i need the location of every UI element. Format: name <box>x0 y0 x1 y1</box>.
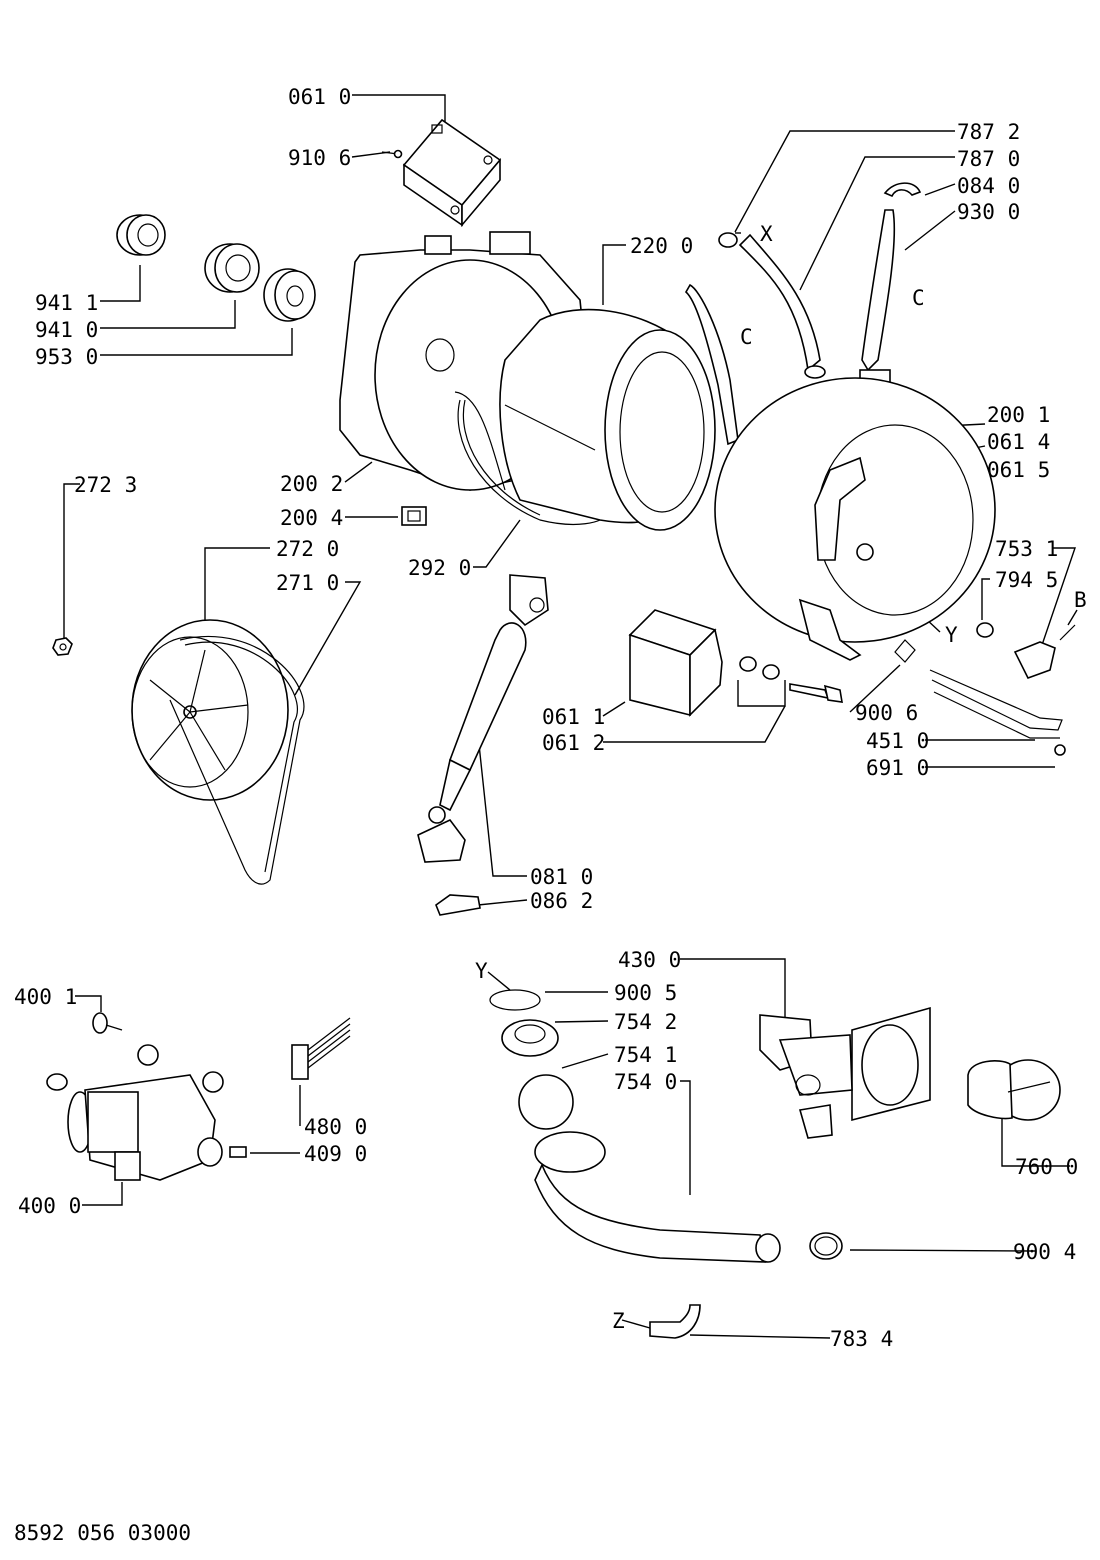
part-washers-bolt-0612 <box>739 656 843 703</box>
part-clip-9006 <box>894 639 916 663</box>
label-7541: 754 1 <box>614 1043 677 1067</box>
label-7531: 753 1 <box>995 537 1058 561</box>
label-4090: 409 0 <box>304 1142 367 1166</box>
label-4800: 480 0 <box>304 1115 367 1139</box>
part-nut-6910 <box>1054 744 1066 756</box>
part-pulley-2720 <box>131 619 289 801</box>
part-clamp-9004 <box>809 1232 843 1260</box>
part-elbow-7834 <box>649 1304 701 1339</box>
label-9004: 900 4 <box>1013 1240 1076 1264</box>
label-0840: 084 0 <box>957 174 1020 198</box>
part-clip-2004 <box>401 506 427 526</box>
document-code: 8592 056 03000 <box>14 1521 191 1545</box>
label-9530: 953 0 <box>35 345 98 369</box>
part-nut-2723 <box>52 637 73 656</box>
label-4300: 430 0 <box>618 948 681 972</box>
label-2723: 272 3 <box>74 473 137 497</box>
part-front-tub-2001 <box>714 377 996 661</box>
part-thermostat-7531 <box>1013 624 1076 679</box>
part-heater-4510 <box>929 669 1063 739</box>
label-4510: 451 0 <box>866 729 929 753</box>
label-2720: 272 0 <box>276 537 339 561</box>
part-bearing-9530 <box>263 268 316 322</box>
part-ring-2920 <box>457 399 601 525</box>
label-2004: 200 4 <box>280 506 343 530</box>
label-y2: Y <box>475 959 488 983</box>
label-9106: 910 6 <box>288 146 351 170</box>
part-spring-c <box>684 283 739 446</box>
label-c2: C <box>912 286 925 310</box>
label-4000: 400 0 <box>18 1194 81 1218</box>
label-c1: C <box>740 325 753 349</box>
callout-labels: 061 0 910 6 787 2 787 0 084 0 930 0 X 22… <box>14 85 1087 1545</box>
label-6910: 691 0 <box>866 756 929 780</box>
part-bracket-0862 <box>435 894 481 916</box>
label-2920: 292 0 <box>408 556 471 580</box>
label-0611: 061 1 <box>542 705 605 729</box>
label-2200: 220 0 <box>630 234 693 258</box>
label-4001: 400 1 <box>14 985 77 1009</box>
label-0614: 061 4 <box>987 430 1050 454</box>
part-brush-4001 <box>92 1012 123 1034</box>
label-x: X <box>760 222 773 246</box>
label-2002: 200 2 <box>280 472 343 496</box>
label-2710: 271 0 <box>276 571 339 595</box>
part-sensor-7945 <box>976 622 994 638</box>
label-b: B <box>1074 588 1087 612</box>
part-clip-4090 <box>229 1146 247 1158</box>
part-filter-7600 <box>967 1059 1061 1121</box>
part-clip-0840 <box>883 182 922 198</box>
label-0610: 061 0 <box>288 85 351 109</box>
label-9006: 900 6 <box>855 701 918 725</box>
label-0862: 086 2 <box>530 889 593 913</box>
label-y1: Y <box>945 623 958 647</box>
label-7600: 760 0 <box>1015 1155 1078 1179</box>
label-7540: 754 0 <box>614 1070 677 1094</box>
part-shock-absorber-0810 <box>417 574 549 863</box>
part-clamp-7872 <box>718 232 738 248</box>
part-counterweight-0611 <box>628 609 723 717</box>
label-0810: 081 0 <box>530 865 593 889</box>
part-bearing-9410 <box>204 243 260 293</box>
label-9410: 941 0 <box>35 318 98 342</box>
label-7872: 787 2 <box>957 120 1020 144</box>
part-drum-2200 <box>499 308 716 531</box>
label-9300: 930 0 <box>957 200 1020 224</box>
part-motor-4000 <box>46 1044 224 1181</box>
label-7834: 783 4 <box>830 1327 893 1351</box>
label-7542: 754 2 <box>614 1010 677 1034</box>
label-2001: 200 1 <box>987 403 1050 427</box>
part-connector-4800 <box>291 1017 351 1080</box>
label-7870: 787 0 <box>957 147 1020 171</box>
part-ball-7541 <box>518 1074 574 1130</box>
label-0612: 061 2 <box>542 731 605 755</box>
part-bellow-7870 <box>738 233 826 379</box>
part-seal-7542 <box>501 1019 559 1057</box>
label-9411: 941 1 <box>35 291 98 315</box>
part-screw-9106 <box>381 149 403 159</box>
part-module-0610 <box>402 118 502 228</box>
part-belt-2710 <box>169 635 305 885</box>
label-7945: 794 5 <box>995 568 1058 592</box>
part-hose-9300 <box>859 209 896 397</box>
part-bearing-9411 <box>116 214 166 256</box>
label-9005: 900 5 <box>614 981 677 1005</box>
part-pump-4300 <box>759 1006 931 1139</box>
label-0615: 061 5 <box>987 458 1050 482</box>
part-hose-7540 <box>534 1131 781 1263</box>
label-z: Z <box>612 1309 625 1333</box>
part-ring-9005 <box>489 989 541 1011</box>
